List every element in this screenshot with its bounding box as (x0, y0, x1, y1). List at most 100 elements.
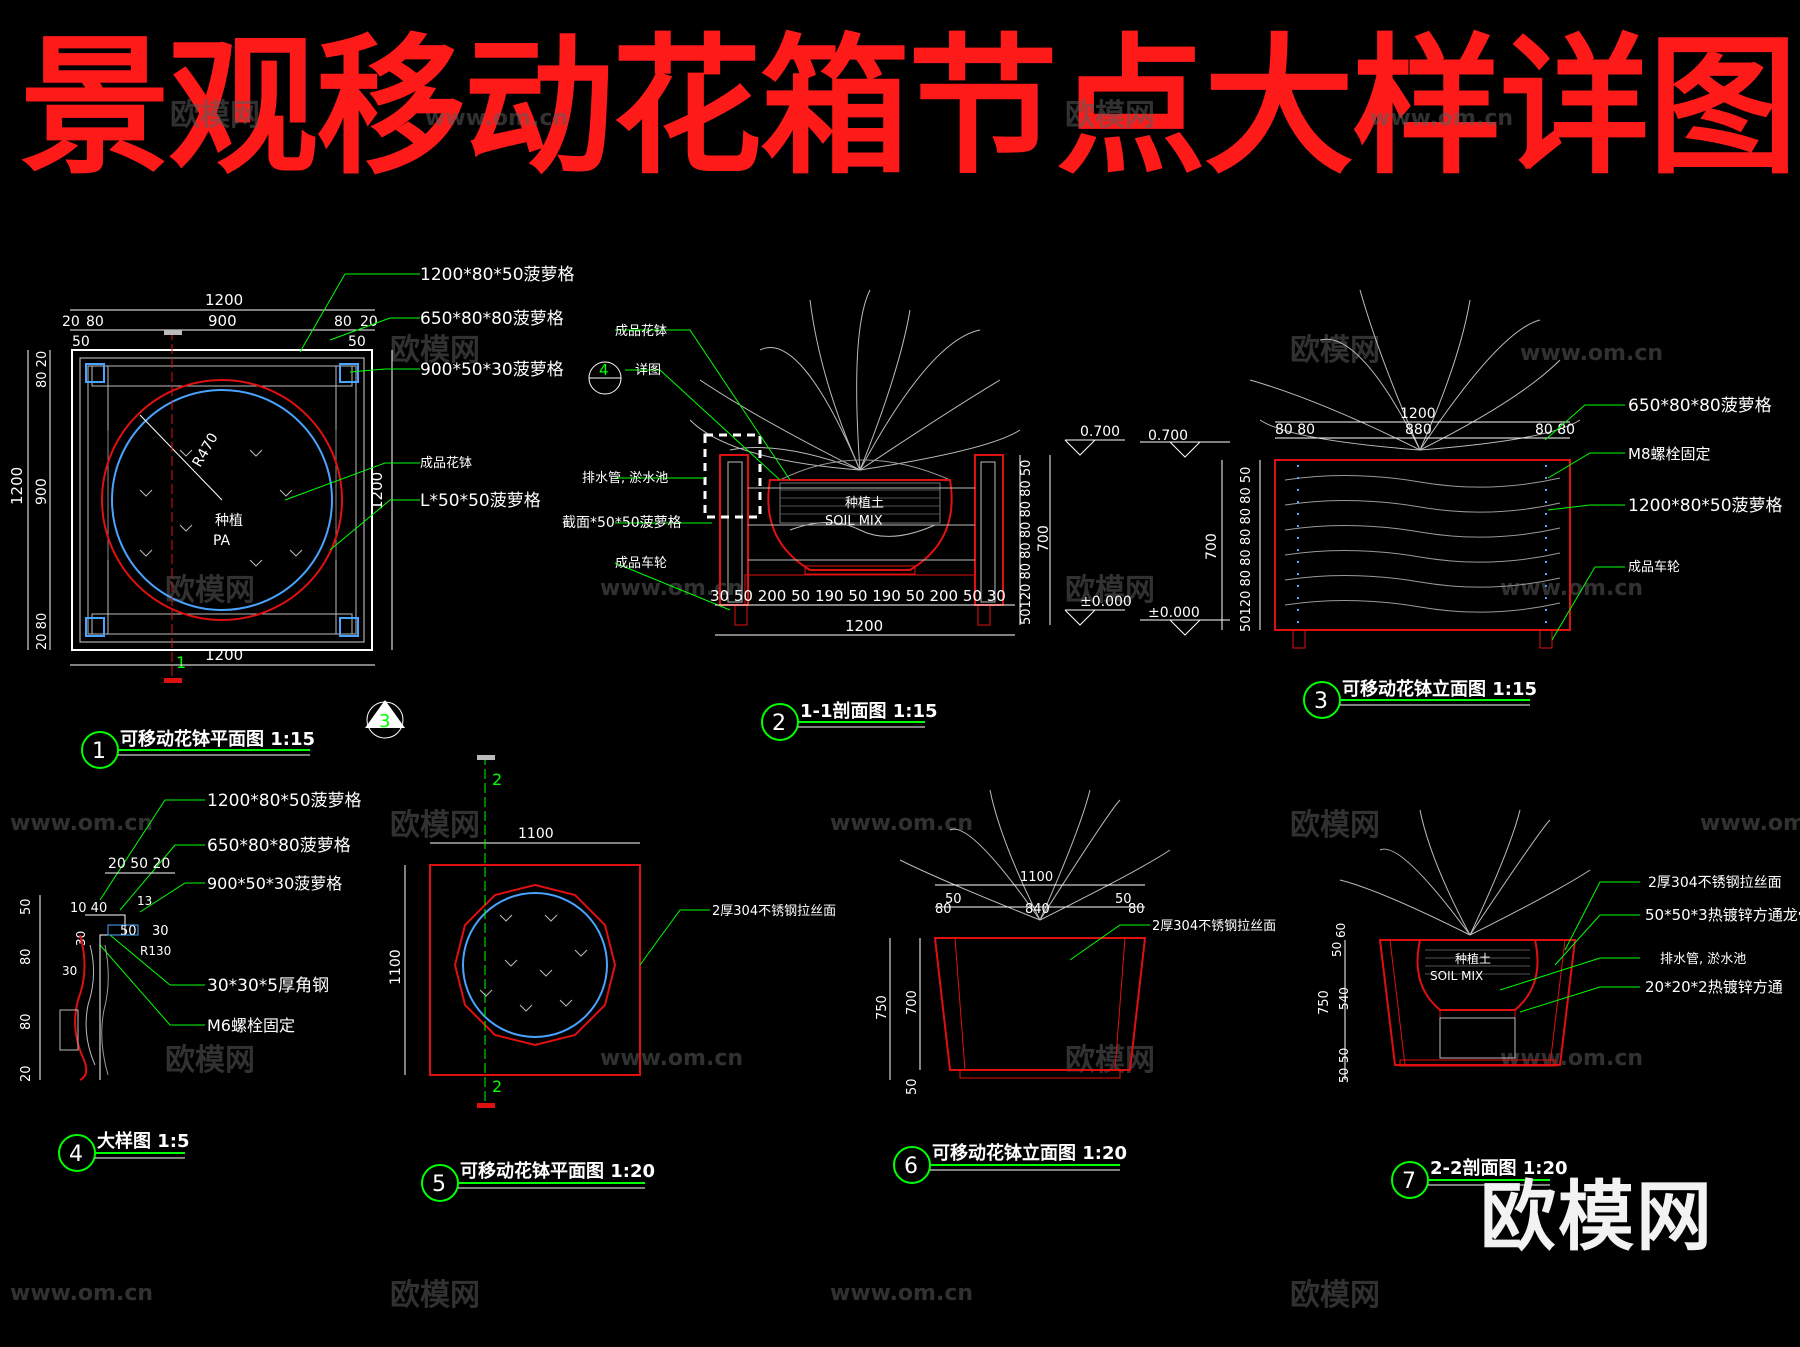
dim-text: 80 80 (1535, 422, 1575, 438)
callout-text: 成品花钵 (615, 323, 667, 339)
section-mark: 1 (176, 653, 186, 672)
dim-text: 700 (905, 990, 920, 1015)
dim-text: 750 (875, 995, 890, 1020)
plant-text: 种植 (215, 513, 243, 529)
callout-text: 1200*80*50菠萝格 (1628, 496, 1783, 516)
dim-text: 60 (1334, 923, 1348, 938)
brand-logo-text: 欧模网 (1480, 1172, 1714, 1261)
view-number: 3 (1314, 689, 1328, 714)
callout-text: 30*30*5厚角钢 (207, 976, 329, 996)
watermark-url: www.om.cn (830, 1281, 973, 1306)
soil-label: 种植土 (1455, 951, 1491, 966)
dim-text: 50 (905, 1078, 920, 1095)
dim-text: 750 (1317, 990, 1332, 1015)
watermark-url: www.om.cn (425, 106, 568, 131)
dim-text: 540 (1337, 987, 1351, 1010)
watermark: 欧模网 (390, 1278, 480, 1313)
watermark-url: www.om.cn (830, 811, 973, 836)
view-label: 可移动花钵立面图 1:20 (932, 1142, 1127, 1164)
dim-text: 80 (19, 1013, 34, 1030)
dim-text: 20 (62, 314, 80, 330)
dim-text: 1200 (205, 646, 243, 664)
callout-text: 900*50*30菠萝格 (420, 360, 564, 380)
dim-text: 880 (1405, 422, 1432, 438)
sheet-title: 景观移动花箱节点大样详图 (20, 21, 1798, 195)
view-label: 1-1剖面图 1:15 (800, 700, 938, 722)
view-label: 大样图 1:5 (97, 1130, 190, 1152)
radius-text: R470 (190, 430, 222, 470)
plant-foliage-graphic (1339, 809, 1591, 936)
callout-text: 成品车轮 (1628, 559, 1680, 575)
watermark-url: www.om.cn (1500, 1046, 1643, 1071)
view-6-elevation: 1100 50 50 80 840 80 750 700 50 2厚304不锈钢… (875, 789, 1276, 1184)
watermark-url: www.om.cn (600, 1046, 743, 1071)
view-number: 4 (69, 1142, 83, 1167)
dim-text: 50120 80 80 80 80 80 50 (1239, 467, 1254, 632)
callout-text: 650*80*80菠萝格 (207, 836, 351, 856)
view-4-detail: 1200*80*50菠萝格 650*80*80菠萝格 900*50*30菠萝格 … (19, 791, 362, 1172)
view-7-section: 种植土 SOIL MIX 60 50 750 540 50 50 2厚304不锈… (1317, 809, 1800, 1199)
dim-text: 900 (34, 478, 50, 505)
dim-text: 1200 (368, 472, 386, 510)
callout-text: 1200*80*50菠萝格 (207, 791, 362, 811)
dim-text: 1100 (1020, 870, 1053, 885)
dim-text: 1100 (518, 826, 554, 842)
elevation-text: ±0.000 (1080, 594, 1132, 610)
callout-text: 1200*80*50菠萝格 (420, 265, 575, 285)
callout-text: 2厚304不锈钢拉丝面 (1152, 919, 1276, 934)
watermark-url: www.om.cn (10, 811, 153, 836)
dim-text: 80 (86, 314, 104, 330)
watermark: 欧模网 (390, 333, 480, 368)
elevation-text: 0.700 (1148, 428, 1188, 444)
dim-text: 80 (19, 948, 34, 965)
view-label: 可移动花钵平面图 1:15 (120, 728, 315, 750)
watermark: 欧模网 (1290, 333, 1380, 368)
view-label: 可移动花钵立面图 1:15 (1342, 678, 1537, 700)
watermark: 欧模网 (1065, 1043, 1155, 1078)
dim-text: 50 (1115, 892, 1132, 907)
dim-text: 80 (935, 902, 952, 917)
soil-label: SOIL MIX (825, 514, 883, 529)
view-5-plan: 1100 1100 2 2 2厚304不锈钢拉丝面 5 可移动花钵平面图 1:2… (388, 755, 836, 1202)
callout-text: M8螺栓固定 (1628, 445, 1711, 463)
dim-text: 80 20 (35, 351, 50, 388)
dim-text: 50 (120, 924, 137, 939)
dim-text: 1200 (845, 617, 883, 635)
callout-text: 成品花钵 (420, 455, 472, 471)
watermark: 欧模网 (170, 98, 260, 133)
dim-text: 30 50 200 50 190 50 190 50 200 50 30 (710, 587, 1006, 605)
callout-text: 650*80*80菠萝格 (1628, 396, 1772, 416)
dim-text: 20 50 20 (108, 856, 170, 872)
view-number: 1 (92, 739, 106, 764)
watermark: 欧模网 (1065, 573, 1155, 608)
dim-text: 80 80 (1275, 422, 1315, 438)
dim-text: 10 40 (70, 901, 107, 916)
detail-ref: 4 (599, 361, 609, 379)
elevation-text: ±0.000 (1148, 605, 1200, 621)
callout-text: 2厚304不锈钢拉丝面 (1648, 875, 1782, 891)
callout-text: 50*50*3热镀锌方通龙骨 (1645, 906, 1800, 924)
dim-text: 50 (1337, 1068, 1351, 1083)
plant-foliage-graphic (689, 289, 1021, 471)
watermark-url: www.om.cn (1370, 106, 1513, 131)
view-1-plan: 1200 20 80 900 80 20 50 50 R470 (8, 265, 575, 769)
dim-text: 50 (348, 334, 366, 350)
watermark: 欧模网 (1290, 1278, 1380, 1313)
view-number: 6 (904, 1154, 918, 1179)
dim-text: 30 (152, 924, 169, 939)
soil-label: SOIL MIX (1430, 969, 1483, 983)
watermark-url: www.om.cn (1700, 811, 1800, 836)
watermark: 欧模网 (1065, 98, 1155, 133)
view-label: 2-2剖面图 1:20 (1430, 1157, 1568, 1179)
ref-mark: 3 (379, 711, 390, 732)
dim-text: R130 (140, 944, 171, 958)
plant-text: PA (213, 533, 231, 549)
watermark-layer: 欧模网 www.om.cn 欧模网 www.om.cn 欧模网 www.om.c… (10, 98, 1800, 1313)
section-mark: 2 (492, 1077, 502, 1096)
view-3-elevation: 1200 80 80 880 80 80 50120 80 80 80 80 (1140, 289, 1783, 719)
callout-text: 排水管, 淤水池 (1660, 952, 1746, 967)
watermark-url: www.om.cn (1520, 341, 1663, 366)
dim-text: 1200 (1400, 406, 1436, 422)
